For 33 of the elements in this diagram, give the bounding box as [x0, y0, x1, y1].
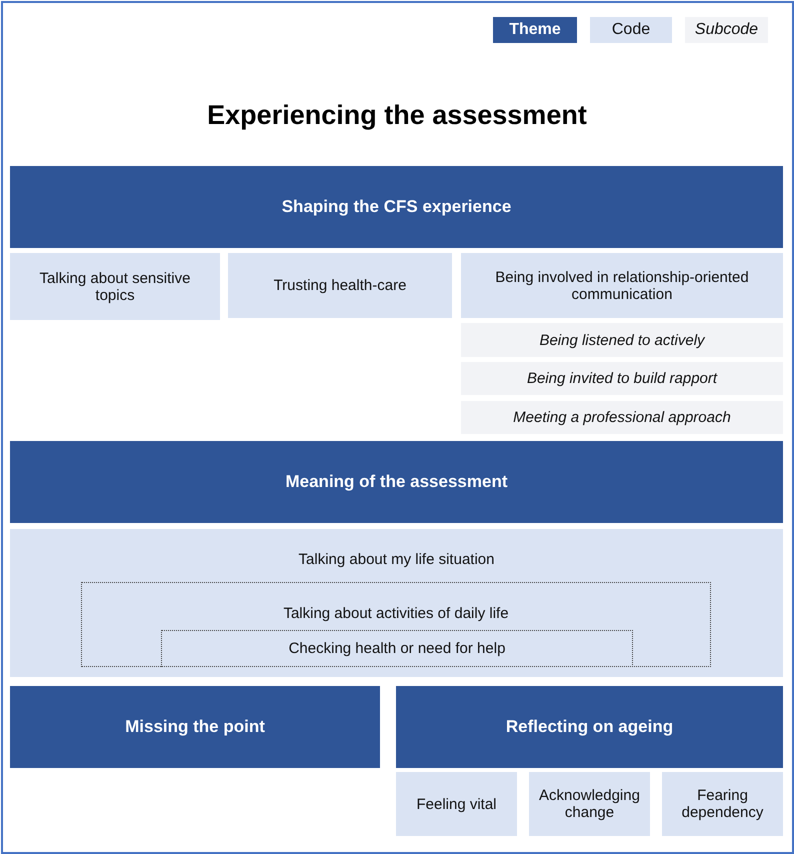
- diagram-title: Experiencing the assessment: [206, 100, 588, 131]
- node-label: Meeting a professional approach: [513, 409, 731, 426]
- theme-box: [10, 166, 783, 248]
- node-label: Being invited to build rapport: [526, 370, 718, 387]
- theme-box: [396, 686, 783, 768]
- node-label: Talking about activities of daily life: [282, 605, 510, 622]
- code-box: [529, 772, 650, 836]
- node-label: Talking about sensitive topics: [38, 270, 192, 304]
- theme-box: [10, 441, 783, 523]
- node-label: Trusting health-care: [274, 277, 406, 294]
- legend-label: Theme: [509, 21, 561, 39]
- code-box: [662, 772, 783, 836]
- legend-label: Code: [612, 21, 650, 39]
- node-label: Talking about my life situation: [298, 551, 496, 568]
- node-label: Missing the point: [125, 717, 265, 737]
- node-label: Being involved in relationship-oriented communication: [494, 268, 750, 302]
- node-label: Being listened to actively: [539, 332, 705, 348]
- node-label: Feeling vital: [416, 796, 497, 812]
- dotted-code-box: [161, 630, 633, 667]
- node-label: Fearing dependency: [680, 787, 764, 821]
- code-box: [10, 253, 220, 320]
- dotted-code-box: [81, 582, 711, 667]
- node-label: Meaning of the assessment: [285, 472, 508, 492]
- node-label: Acknowledging change: [538, 787, 641, 821]
- code-box: [396, 772, 517, 836]
- node-label: Shaping the CFS experience: [282, 197, 512, 217]
- theme-box: [10, 686, 380, 768]
- node-label: Reflecting on ageing: [506, 717, 674, 737]
- code-box: [10, 529, 783, 677]
- node-label: Checking health or need for help: [288, 640, 506, 657]
- code-box: [228, 253, 452, 318]
- code-box: [461, 253, 783, 318]
- legend-label: Subcode: [694, 21, 758, 39]
